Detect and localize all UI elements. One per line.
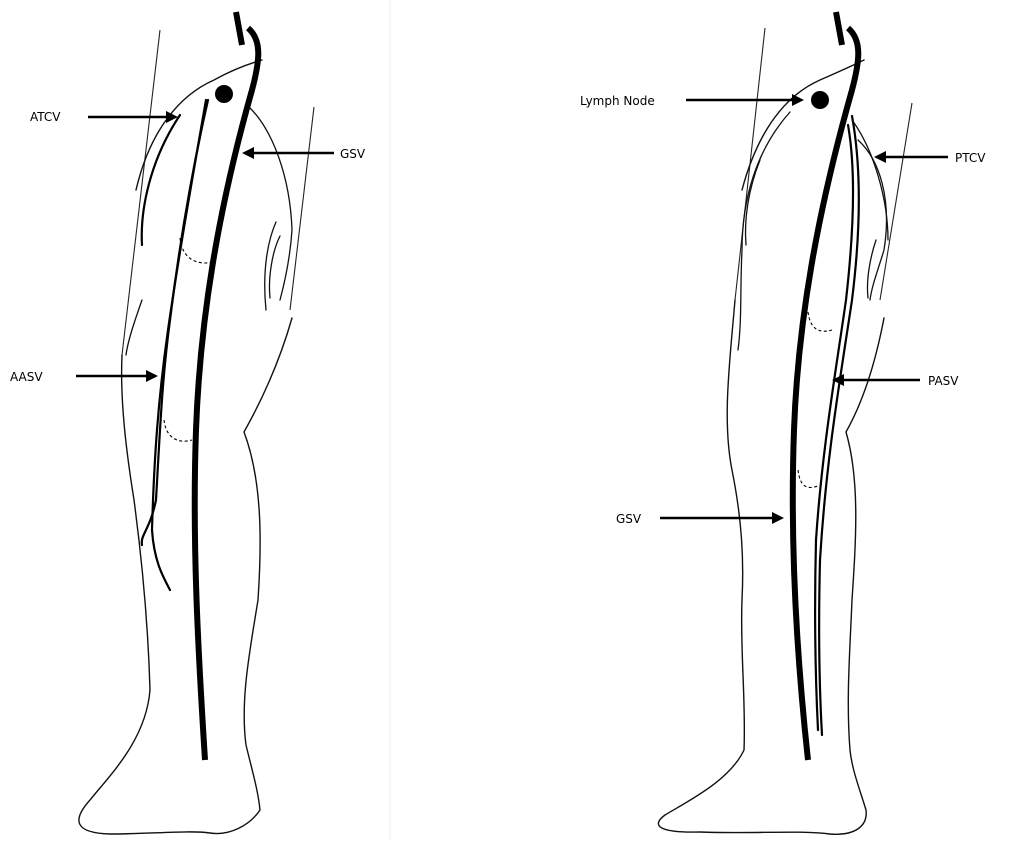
right-panel: Lymph Node PTCV PASV GSV xyxy=(580,12,986,834)
right-leg-outline xyxy=(658,60,884,834)
left-dashed-connector-2 xyxy=(164,420,192,441)
right-ptcv-branch-2 xyxy=(858,140,886,300)
left-guide-line-front xyxy=(122,30,160,355)
right-dashed-connector-2 xyxy=(798,470,818,487)
label-lymph-node: Lymph Node xyxy=(580,94,655,108)
label-ptcv: PTCV xyxy=(955,151,986,165)
left-guide-line-back xyxy=(290,107,314,310)
left-panel: ATCV GSV AASV xyxy=(10,12,366,834)
label-pasv: PASV xyxy=(928,374,959,388)
left-arrow-gsv xyxy=(242,147,334,159)
left-gsv-cap xyxy=(236,12,242,45)
right-arrow-ptcv xyxy=(874,151,948,163)
right-arrow-gsv xyxy=(660,512,784,524)
right-dashed-connector-1 xyxy=(808,312,832,331)
right-arrow-pasv xyxy=(832,374,920,386)
label-gsv-right: GSV xyxy=(616,512,642,526)
left-leg-outline xyxy=(79,60,292,834)
right-gsv-vein xyxy=(793,28,859,760)
label-gsv-left: GSV xyxy=(340,147,366,161)
left-posterior-branch-3 xyxy=(269,236,280,298)
right-gsv-cap xyxy=(836,12,842,45)
left-arrow-aasv xyxy=(76,370,158,382)
label-aasv: AASV xyxy=(10,370,43,384)
left-gsv-vein xyxy=(195,28,259,760)
left-aasv-side xyxy=(126,300,142,355)
left-dashed-connector-1 xyxy=(180,238,214,263)
label-atcv: ATCV xyxy=(30,110,61,124)
left-lymph-node xyxy=(215,85,233,103)
left-atcv-vein xyxy=(142,100,208,545)
right-lymph-node xyxy=(811,91,829,109)
left-aasv-vein xyxy=(152,100,206,590)
